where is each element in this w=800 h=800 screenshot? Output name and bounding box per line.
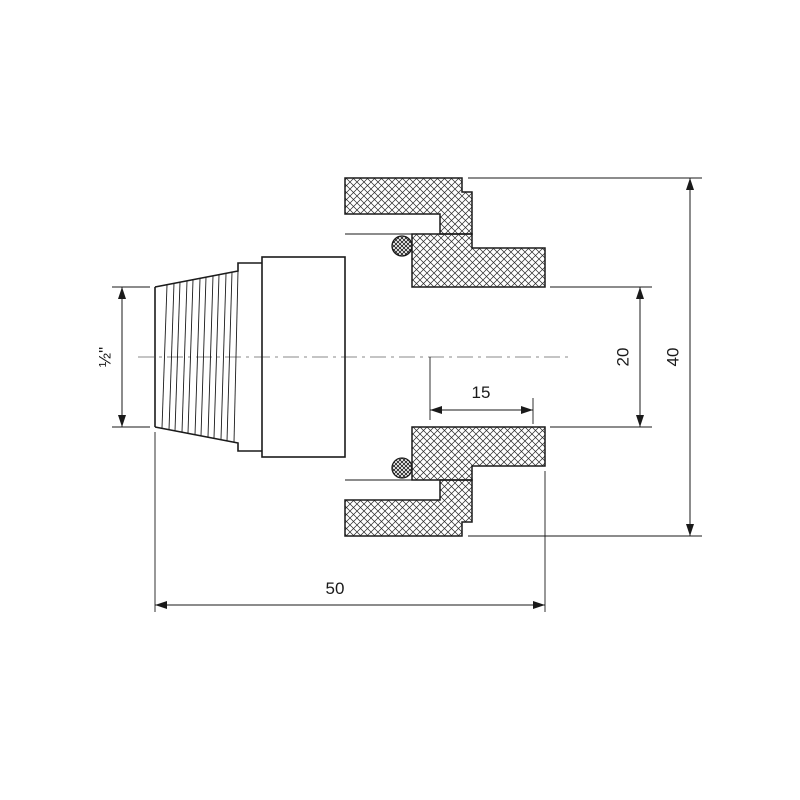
socket-top-section [411,233,546,288]
dimension-overall-length: 50 [154,432,546,612]
dimension-label-bore-diameter: 20 [613,348,632,367]
dimension-label-thread-size: ½" [95,347,114,367]
dimension-socket-depth: 15 [430,383,534,424]
thread-lines [161,270,239,443]
socket-adapter [411,233,546,481]
o-ring-top [391,235,413,257]
union-nut [344,177,473,537]
o-ring-bottom [391,457,413,479]
dimension-label-overall-length: 50 [326,579,345,598]
hex-body [261,233,412,481]
spigot-top-profile [154,262,262,288]
dimension-label-socket-depth: 15 [472,383,491,402]
male-thread-spigot [154,262,262,452]
dimension-overall-diameter: 40 [468,177,702,537]
socket-bottom-section [411,426,546,481]
dimension-label-overall-diameter: 40 [663,348,682,367]
hex-body-outline [261,256,346,458]
dimension-bore-diameter: 20 [550,286,652,428]
union-nut-bottom-section [344,479,473,537]
dimension-thread-size: ½" [95,286,150,428]
spigot-bottom-profile [154,426,262,452]
union-nut-top-section [344,177,473,235]
